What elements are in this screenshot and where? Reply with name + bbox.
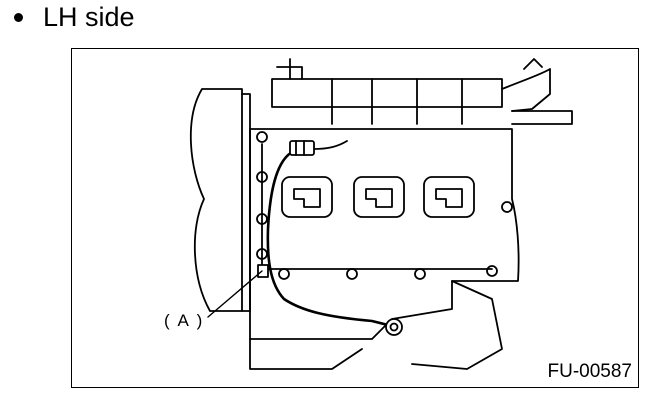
- callout-label-a: ( A ): [164, 311, 205, 330]
- figure-id: FU-00587: [547, 361, 633, 382]
- callout-leader: [207, 270, 263, 318]
- section-heading: LH side: [12, 0, 135, 34]
- coil-opening-3: [423, 176, 475, 218]
- timing-cover: [189, 88, 243, 312]
- harness-clip: [257, 264, 269, 278]
- heading-text: LH side: [43, 1, 135, 32]
- head-bolts: [256, 131, 513, 280]
- coil-opening-2: [353, 176, 405, 218]
- engine-diagram-figure: ( A ) FU-00587: [71, 48, 639, 388]
- sensor-connector: [289, 140, 315, 156]
- engine-line-drawing: [189, 58, 573, 370]
- sensor-harness: [266, 149, 390, 327]
- coil-opening-1: [281, 176, 333, 218]
- engine-block: [249, 128, 520, 340]
- bullet-icon: [14, 12, 23, 22]
- knock-sensor: [385, 318, 403, 336]
- intake-manifold: [271, 78, 503, 108]
